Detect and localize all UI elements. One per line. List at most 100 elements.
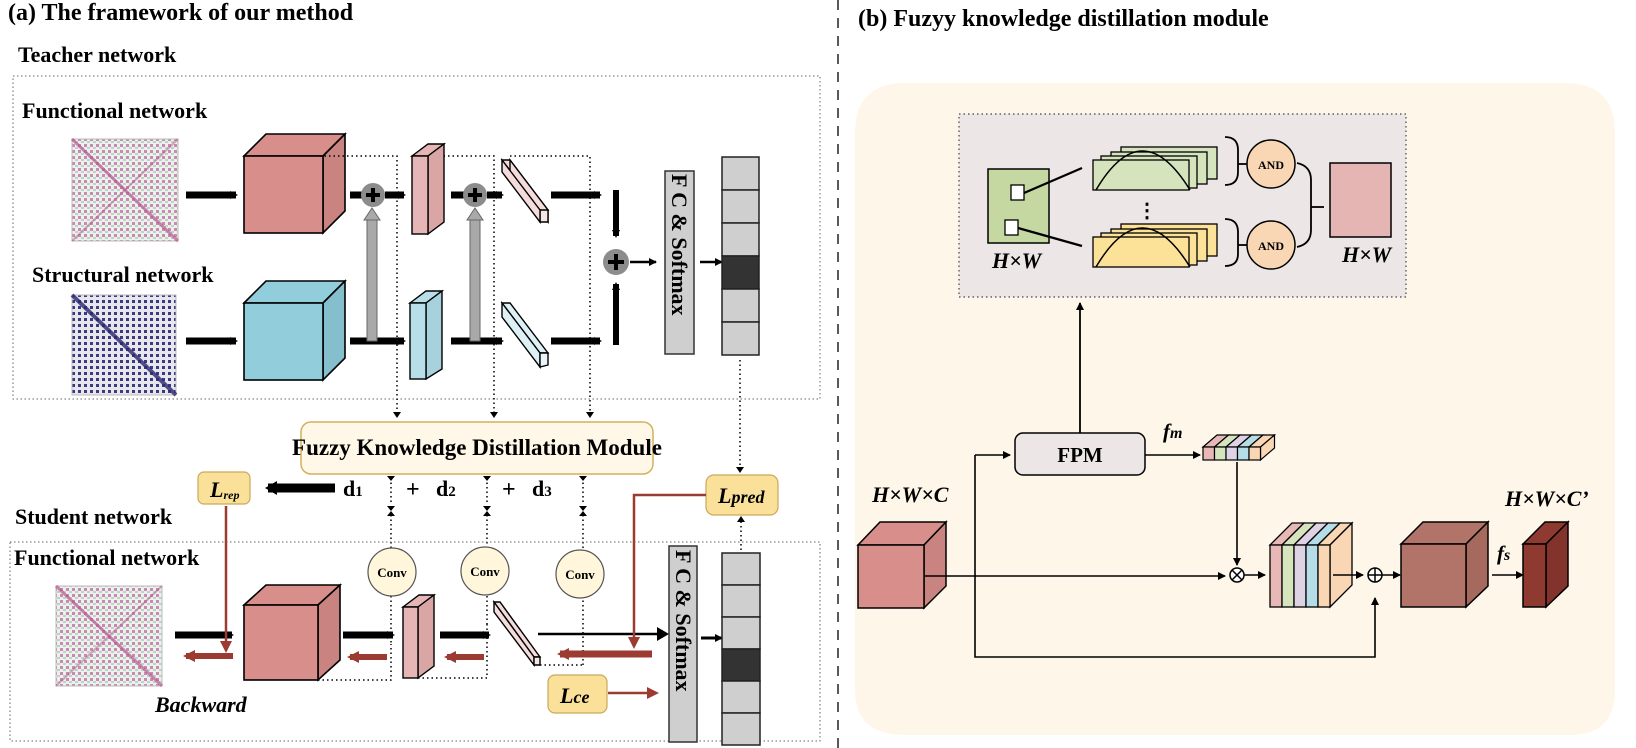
teacher-structural-label: Structural network (32, 262, 214, 287)
fusion-add-icon (361, 183, 385, 207)
dotted-arrowheads-top (393, 412, 594, 418)
teacher-structural-matrix (70, 293, 178, 397)
fkd-module-box[interactable]: Fuzzy Knowledge Distillation Module (292, 421, 662, 475)
hwc-input-label: H×W×C (871, 482, 949, 507)
and-gate-1: AND (1246, 139, 1296, 189)
fm-stripe (1202, 446, 1216, 461)
student-fc-softmax-label: F C & Softmax (671, 550, 696, 692)
dotted-arrowhead-pred (736, 467, 744, 473)
output-cell (721, 584, 761, 618)
output-cell (721, 222, 760, 257)
membership-functions-green (1092, 146, 1218, 191)
teacher-functional-cube (242, 132, 347, 235)
bowtie-markers (387, 476, 587, 516)
brace-and (1296, 162, 1312, 248)
output-cell (721, 712, 761, 746)
loss-ce-box: Lce (547, 674, 608, 714)
fusion-add-icon (463, 183, 487, 207)
dotted-link-feature-3 (510, 155, 591, 415)
output-cell (721, 680, 761, 714)
svg-text:Conv: Conv (565, 567, 595, 582)
student-fc-softmax-block: F C & Softmax (668, 545, 698, 743)
final-fusion-add-icon (603, 249, 629, 275)
fm-stripe (1248, 446, 1262, 461)
teacher-network-frame (12, 75, 821, 400)
hw-input-label: H×W (991, 248, 1043, 273)
d1-term: d1 (343, 476, 363, 501)
membership-functions-yellow (1092, 223, 1218, 268)
output-cell (721, 189, 760, 224)
teacher-structural-bar-3 (500, 300, 550, 370)
output-cell-active (721, 648, 761, 682)
fm-stripe (1213, 446, 1227, 461)
teacher-structural-slab-2 (407, 289, 445, 381)
input-cube (856, 520, 948, 610)
weighted-stripe (1317, 544, 1331, 608)
brace-green (1224, 136, 1239, 186)
add-operator-icon (1367, 567, 1383, 583)
weighted-stripe (1281, 544, 1295, 608)
student-bar-3 (492, 599, 542, 668)
d2-term: d2 (436, 476, 456, 501)
dotted-student-feature-2 (418, 624, 488, 679)
loss-rep-box: Lrep (197, 471, 251, 505)
dotted-student-feature-1 (318, 644, 392, 681)
loss-rep-label: Lrep (209, 477, 239, 502)
student-network-label: Student network (15, 504, 173, 529)
student-slab-2 (400, 593, 437, 680)
student-network-frame (9, 541, 821, 742)
grey-fusion-arrow-2 (466, 207, 484, 342)
output-cube (1521, 520, 1570, 609)
conv-circle-1: Conv (367, 547, 417, 597)
fuzzy-output-map (1329, 162, 1392, 238)
student-output-vector (721, 552, 761, 746)
multiply-operator-icon (1229, 567, 1245, 583)
panel-a-title: (a) The framework of our method (8, 0, 354, 26)
hw-output-label: H×W (1341, 242, 1393, 267)
loss-pred-label: Lpred (717, 483, 765, 508)
conv-circle-2: Conv (460, 546, 510, 596)
output-cell (721, 552, 761, 586)
fused-feature-cube (1399, 520, 1490, 609)
svg-text:AND: AND (1258, 239, 1284, 253)
student-functional-cube (241, 583, 343, 682)
weighted-feature-cube (1268, 521, 1354, 609)
teacher-functional-label: Functional network (22, 98, 208, 123)
plus-sign-1: + (406, 477, 420, 503)
teacher-output-vector (721, 156, 760, 356)
output-cell (721, 616, 761, 650)
weighted-stripe (1293, 544, 1307, 608)
brace-yellow (1224, 218, 1239, 267)
output-cell (721, 156, 760, 191)
svg-text:Conv: Conv (470, 564, 500, 579)
panel-b-title: (b) Fuzyy knowledge distillation module (858, 6, 1269, 32)
teacher-structural-cube (242, 279, 347, 382)
teacher-functional-matrix (70, 137, 180, 243)
and-gate-2: AND (1246, 220, 1296, 270)
teacher-functional-slab-2 (409, 142, 447, 236)
ellipsis: ⋮ (1137, 200, 1157, 222)
fs-label: fs (1497, 541, 1510, 565)
backward-label: Backward (154, 692, 248, 717)
weighted-stripe (1269, 544, 1283, 608)
fkd-module-label: Fuzzy Knowledge Distillation Module (292, 435, 662, 460)
teacher-fc-softmax-label: F C & Softmax (667, 174, 692, 316)
residual-skip-path (974, 455, 1379, 658)
fm-label: fm (1163, 419, 1182, 443)
fm-channel-weights (1201, 433, 1277, 462)
dotted-arrowhead-pred-up (737, 516, 745, 522)
weighted-stripe (1305, 544, 1319, 608)
student-functional-matrix (54, 584, 164, 688)
input-feature-map (987, 166, 1083, 248)
fm-stripe (1236, 446, 1250, 461)
teacher-functional-bar-3 (500, 157, 550, 225)
fpm-block: FPM (1014, 432, 1146, 476)
teacher-fc-softmax-block: F C & Softmax (664, 170, 695, 355)
dotted-link-feature-2 (430, 155, 495, 415)
arrow-lpred-backward (628, 493, 706, 649)
teacher-network-label: Teacher network (18, 42, 177, 67)
svg-text:FPM: FPM (1057, 443, 1103, 467)
loss-ce-label: Lce (559, 683, 589, 708)
d3-term: d3 (532, 476, 552, 501)
